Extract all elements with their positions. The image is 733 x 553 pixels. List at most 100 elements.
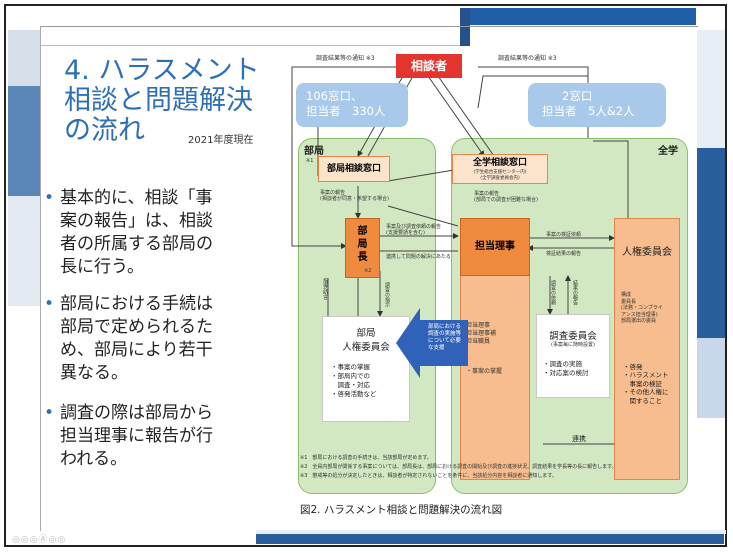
exec-director-label: 担当理事 — [475, 241, 515, 252]
dept-hr-item-1: ・事案の掌握 — [331, 363, 370, 371]
dept-hr-line-2: 人権委員会 — [342, 342, 390, 353]
dept-hr-item-4: ・啓発活動など — [331, 390, 377, 398]
dept-report-label: 指導/助言 — [322, 278, 328, 300]
investigation-items: ・調査の実施 ・対応案の検討 — [543, 360, 609, 378]
bullet-dot-icon: • — [44, 294, 55, 314]
left-block-gray — [8, 30, 40, 86]
univ-window-label: 全学相談窓口 — [472, 158, 527, 168]
bullet-dot-icon: • — [44, 188, 55, 208]
dept-head-box: 部 局 長 — [345, 218, 380, 278]
exec-director-box: 担当理事 — [460, 218, 530, 276]
bullet-2: • 部局における手続は 部局で定められるた め、部局により若干 異なる。 — [44, 293, 274, 385]
verify-result-label: 検証結果の報告 — [546, 251, 582, 257]
support-arrow-text: 部局における 調査の実施等 について必要 な支援 — [428, 324, 461, 352]
footnote-1: ※1 部局における調査の手続きは、当該部局が定めます。 — [300, 455, 432, 461]
bullet-2-line-3: め、部局により若干 — [60, 340, 213, 360]
bullet-3-line-3: われる。 — [60, 449, 128, 469]
bullet-1-line-4: 長に行う。 — [60, 257, 144, 277]
hr-item-3: 事案の検証 — [623, 379, 663, 388]
flow-diagram: 部局 全学 — [288, 46, 696, 524]
left-bubble: 106窓口、 担当者 330人 — [296, 83, 408, 127]
dept-head-char-3: 長 — [357, 252, 368, 263]
investigation-item-2: ・対応案の検討 — [543, 369, 589, 377]
bottom-bar-white — [256, 530, 726, 534]
header-bar-line2 — [40, 45, 460, 46]
notice-right: 調査結果等の通知 ※3 — [498, 55, 557, 62]
dept-window-box: 部局相談窓口 — [318, 156, 390, 182]
right-block-light — [697, 338, 725, 418]
result-report-label: 結果の報告 — [572, 280, 578, 305]
consultee-label: 相談者 — [410, 59, 447, 73]
bullet-3: • 調査の際は部局から 担当理事に報告が行 われる。 — [44, 402, 274, 471]
left-block-blue — [8, 86, 40, 196]
support-line-2: 調査の実施等 — [428, 331, 462, 337]
univ-label: 全学 — [658, 146, 678, 157]
exec-item-1: 担当理事 — [466, 322, 491, 329]
bullet-2-line-4: 異なる。 — [60, 363, 128, 383]
link-label: 連携 — [572, 435, 586, 443]
bullet-3-line-1: 調査の際は部局から — [60, 403, 213, 423]
right-bubble: 2窓口 担当者 5人&2人 — [528, 83, 666, 127]
support-line-4: な支援 — [428, 345, 445, 351]
title-line-3: の流れ — [64, 115, 145, 146]
bullet-1: • 基本的に、相談「事 案の報告」は、相談 者の所属する部局の 長に行う。 — [44, 187, 274, 279]
left-block-light — [8, 196, 40, 306]
hr-item-1: ・啓発 — [623, 362, 643, 371]
exec-item-5: ・事案の掌握 — [466, 368, 503, 375]
footnotes: ※1 部局における調査の手続きは、当該部局が定めます。 ※2 全員内部局が関係す… — [300, 454, 692, 481]
slide-frame — [4, 4, 727, 547]
investigate-request-label: 調査の依頼 — [550, 280, 556, 305]
bullet-dot-icon: • — [44, 403, 55, 423]
dept-hr-items: ・事案の掌握 ・部局内での 調査・対応 ・啓発活動など — [331, 363, 409, 399]
hr-item-4: ・その他人権に — [623, 388, 669, 396]
investigation-item-1: ・調査の実施 — [543, 360, 582, 368]
report1-label: 事案及び調査依頼の報告 (支援要請を含む) — [386, 224, 442, 236]
title-line-2: 相談と問題解決 — [64, 85, 253, 116]
right-edge-bar — [697, 30, 725, 148]
hr-items: ・啓発 ・ハラスメント 事案の検証 ・その他人権に 関すること — [623, 363, 679, 406]
dept-head-char-2: 局 — [357, 239, 368, 250]
dept-label: 部局 — [304, 146, 324, 157]
bullet-2-line-2: 部局で定められるた — [60, 317, 213, 337]
support-arrow — [396, 308, 468, 378]
dept-window-note: ※1 — [306, 158, 314, 164]
exec-item-3: 担当職員 — [466, 338, 491, 345]
right-block-blue — [697, 148, 725, 338]
footnote-3: ※3 懲戒等の処分が決定したときは、相談者が特定されないことを条件に、当該処分内… — [300, 473, 557, 479]
bullet-3-line-2: 担当理事に報告が行 — [60, 426, 213, 446]
dept-window-label: 部局相談窓口 — [326, 164, 381, 174]
title-line-1: 4. ハラスメント — [64, 55, 260, 86]
right-bubble-line-2: 担当者 5人&2人 — [542, 104, 635, 118]
notice-left: 調査結果等の通知 ※3 — [316, 55, 375, 62]
instruct-label: 調査の指示 — [384, 282, 390, 307]
dept-head-note: ※2 — [364, 268, 372, 274]
hr-committee-label: 人権委員会 — [622, 247, 672, 258]
investigation-sub: (事案毎に随時設置) — [551, 342, 595, 348]
investigation-label: 調査委員会 — [549, 331, 597, 342]
exec-items: 担当理事 担当理事補 担当職員 ・事案の掌握 — [466, 322, 528, 376]
dept-hr-item-3: 調査・対応 — [331, 381, 371, 389]
consult-left-label: 事案の報告 (相談者が同意・希望する場合) — [320, 190, 389, 202]
diagram-caption: 図2. ハラスメント相談と問題解決の流れ図 — [300, 504, 503, 516]
univ-window-sub: (学生総合支援センター内) (全学調査委員会内) — [473, 170, 527, 181]
bullet-1-line-1: 基本的に、相談「事 — [60, 188, 213, 208]
dept-hr-box: 部局 人権委員会 ・事案の掌握 ・部局内での 調査・対応 ・啓発活動など — [322, 316, 410, 422]
header-bar-dark — [460, 8, 470, 46]
support-line-3: について必要 — [428, 338, 461, 344]
left-bubble-line-1: 106窓口、 — [306, 89, 363, 103]
bullet-1-line-3: 者の所属する部局の — [60, 234, 213, 254]
header-bar-blue — [460, 8, 696, 25]
bullet-2-line-1: 部局における手続は — [60, 294, 213, 314]
date-note: 2021年度現在 — [188, 135, 254, 146]
page-title: 4. ハラスメント 相談と問題解決 の流れ — [64, 56, 260, 146]
hr-item-2: ・ハラスメント — [623, 371, 669, 379]
consult-center-label: 事案の報告 (部局での調査が困難な場合) — [474, 191, 538, 203]
hr-item-5: 関すること — [623, 396, 663, 405]
bullet-1-line-2: 案の報告」は、相談 — [60, 211, 213, 231]
investigation-box: 調査委員会 (事案毎に随時設置) ・調査の実施 ・対応案の検討 — [536, 314, 610, 398]
support-line-1: 部局における — [428, 324, 462, 330]
hr-members: 構成 委員長 (法務・コンプライ アンス担当理事) 部局選出の委員 — [621, 292, 663, 324]
header-bar-line — [40, 26, 698, 27]
dept-head-char-1: 部 — [357, 226, 368, 237]
univ-window-box: 全学相談窓口 (学生総合支援センター内) (全学調査委員会内) — [452, 154, 548, 184]
